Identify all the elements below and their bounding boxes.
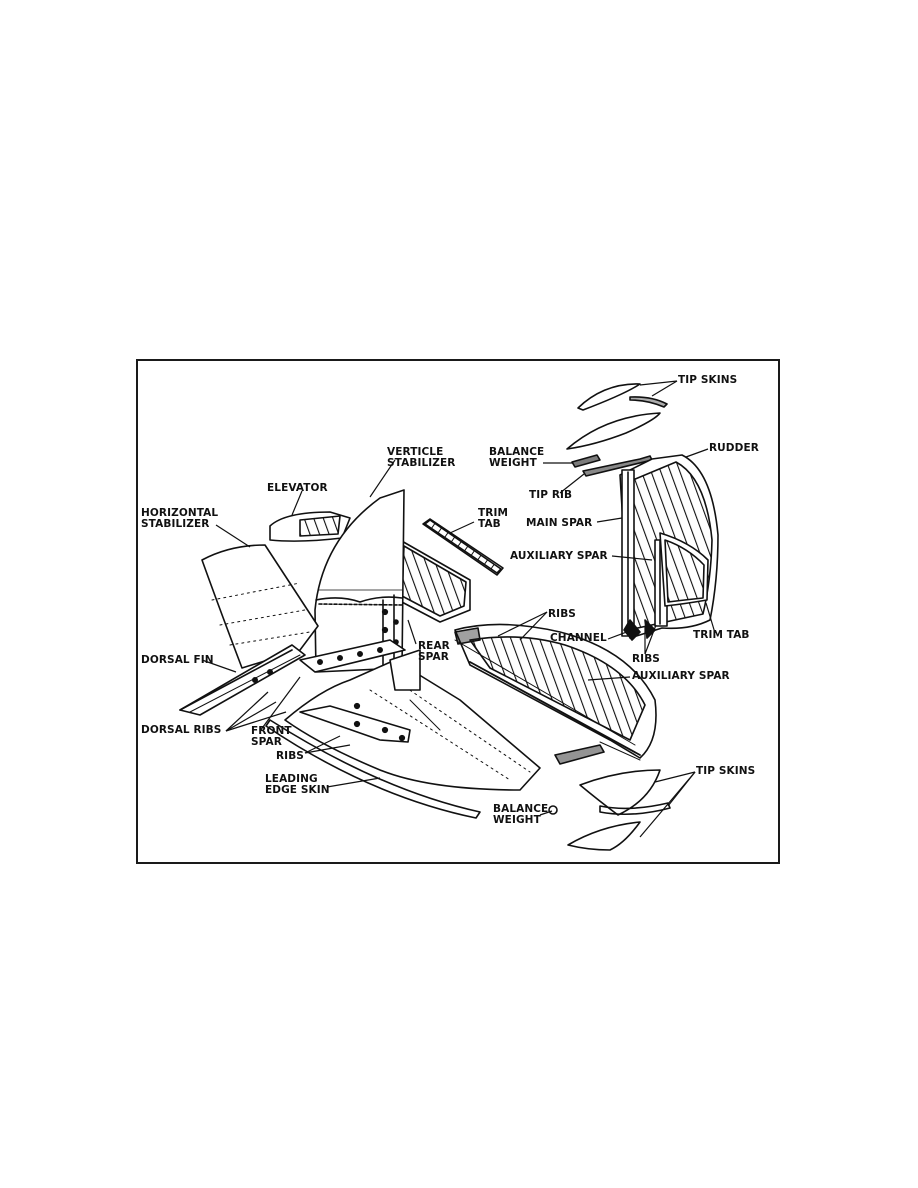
dorsal-fin-part <box>179 644 306 716</box>
label-balance-weight-bottom: BALANCE WEIGHT <box>493 803 549 826</box>
label-auxiliary-spar-upper: AUXILIARY SPAR <box>510 550 608 562</box>
label-verticle-stabilizer: VERTICLE STABILIZER <box>387 446 456 469</box>
label-dorsal-ribs: DORSAL RIBS <box>141 724 222 736</box>
leading-edge-skin-part <box>265 719 481 819</box>
tip-skins-top-parts <box>566 383 668 450</box>
label-trim-tab-upper: TRIM TAB <box>478 507 509 530</box>
label-leading-edge-skin: LEADING EDGE SKIN <box>265 773 330 796</box>
label-front-spar: FRONT SPAR <box>251 725 292 748</box>
label-main-spar: MAIN SPAR <box>526 517 593 529</box>
label-tip-skins-top: TIP SKINS <box>678 374 738 386</box>
trim-tab-upper-part <box>422 518 504 576</box>
elevator-part <box>269 511 471 623</box>
label-ribs-rudder: RIBS <box>632 653 660 665</box>
label-horizontal-stabilizer: HORIZONTAL STABILIZER <box>141 507 219 530</box>
label-dorsal-fin: DORSAL FIN <box>141 654 214 666</box>
label-ribs-upper: RIBS <box>548 608 576 620</box>
label-elevator: ELEVATOR <box>267 482 328 494</box>
rudder-part <box>619 454 719 641</box>
label-tip-rib: TIP RIB <box>529 489 573 501</box>
tip-skins-bottom-parts <box>548 769 671 851</box>
vertical-stabilizer-part <box>314 489 405 673</box>
horizontal-stabilizer-left-part <box>201 544 319 669</box>
label-channel: CHANNEL <box>550 632 607 644</box>
label-rear-spar: REAR SPAR <box>418 640 450 663</box>
label-auxiliary-spar-lower: AUXILIARY SPAR <box>632 670 730 682</box>
horizontal-stabilizer-lower-part <box>284 639 541 791</box>
elevator-right-part <box>454 623 657 765</box>
balance-weight-top-part <box>571 454 653 477</box>
label-tip-skins-bottom: TIP SKINS <box>696 765 756 777</box>
label-ribs-lower: RIBS <box>276 750 304 762</box>
label-rudder: RUDDER <box>709 442 759 454</box>
label-balance-weight-top: BALANCE WEIGHT <box>489 446 545 469</box>
leader-lines <box>201 380 716 838</box>
label-trim-tab-lower: TRIM TAB <box>693 629 750 641</box>
